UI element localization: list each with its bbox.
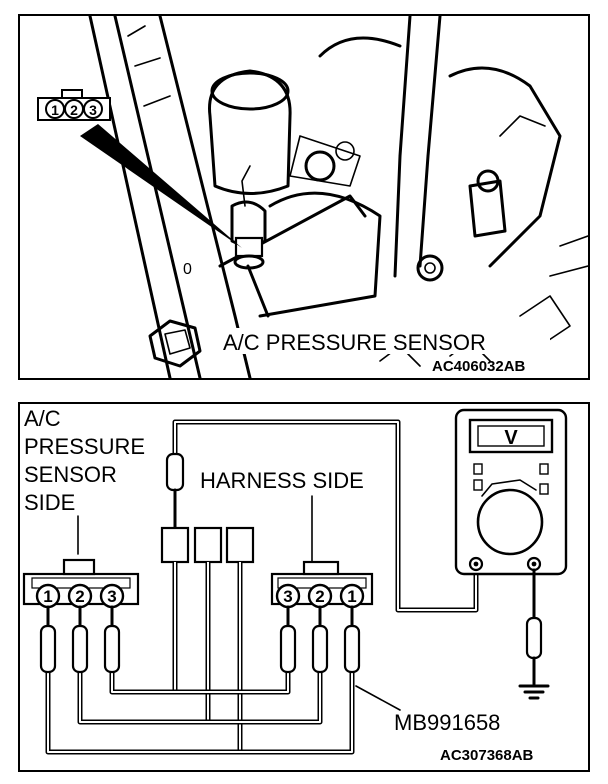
harness-side-probes xyxy=(279,605,361,674)
sensor-side-connector: 1 2 3 xyxy=(22,558,140,609)
sensor-side-label-line: SENSOR xyxy=(24,462,117,487)
adapter-box-1 xyxy=(160,526,190,564)
harness-connector-pin-number: 3 xyxy=(283,587,292,606)
hex-nut-inner xyxy=(164,329,191,355)
connector-pin xyxy=(83,99,103,119)
grommet xyxy=(416,254,444,282)
tool-leader xyxy=(355,685,401,711)
sensor-side-label-line: PRESSURE xyxy=(24,434,145,459)
hose-line xyxy=(418,16,442,268)
pointer-wedge xyxy=(80,124,242,248)
component-block xyxy=(468,179,507,238)
harness-loop-pin3 xyxy=(109,672,291,695)
sensor-connector-pin-number: 2 xyxy=(75,587,84,606)
adapter-box-2 xyxy=(193,526,223,564)
sensor-connector-pin-number: 1 xyxy=(43,587,52,606)
figure-code: AC307368AB xyxy=(440,747,534,764)
sensor-side-probes xyxy=(39,605,121,674)
hose-line xyxy=(393,16,412,278)
test-probe xyxy=(165,452,185,492)
tool-label: MB991658 xyxy=(394,710,500,735)
sensor-connector-pin-number: 3 xyxy=(107,587,116,606)
hex-nut xyxy=(148,319,202,368)
voltmeter-dial xyxy=(476,488,544,556)
reservoir-cap xyxy=(210,71,290,111)
adapter-box-3 xyxy=(225,526,255,564)
figure-code: AC406032AB xyxy=(432,358,526,375)
harness-loop-pin1 xyxy=(45,672,355,755)
engine-bolt xyxy=(304,150,336,182)
ground-probe xyxy=(525,616,543,660)
pressure-sensor-body xyxy=(234,236,264,258)
sensor-wire xyxy=(241,165,251,207)
engine-contour xyxy=(258,191,382,318)
connector-pin-icon: 1 2 3 xyxy=(37,89,111,121)
engine-bay-drawing: 1 2 3 0 A/C PRESSURE SENSOR AC406032AB xyxy=(37,16,588,378)
component-label: A/C PRESSURE SENSOR xyxy=(223,330,486,355)
engine-mark: 0 xyxy=(183,261,192,278)
harness-side-label: HARNESS SIDE xyxy=(200,468,364,493)
sensor-side-label-line: SIDE xyxy=(24,490,75,515)
connector-pin-number: 2 xyxy=(70,102,78,118)
ground-symbol-icon xyxy=(518,684,550,700)
leader-line xyxy=(246,264,270,318)
component-detail xyxy=(519,295,571,347)
frame-rail-line xyxy=(158,16,252,378)
frame-rail-line xyxy=(113,16,202,378)
frame-rail-line xyxy=(88,16,172,378)
connector-pin-number: 1 xyxy=(51,102,59,118)
harness-side-connector: 3 2 1 xyxy=(270,560,374,609)
harness-connector-pin-number: 2 xyxy=(315,587,324,606)
harness-loop-pin2 xyxy=(77,672,323,725)
harness-connector-pin-number: 1 xyxy=(347,587,356,606)
voltmeter-symbol: V xyxy=(504,427,518,449)
wiring-diagram-panel: A/C PRESSURE SENSOR SIDE HARNESS SIDE xyxy=(18,402,590,772)
engine-bracket xyxy=(289,135,361,187)
wire-detail xyxy=(499,115,546,137)
component-detail xyxy=(549,235,588,277)
sensor-side-label-line: A/C xyxy=(24,406,61,431)
component-cap xyxy=(476,169,500,193)
component-contour xyxy=(448,66,562,268)
reservoir-shape xyxy=(208,69,292,195)
frame-detail xyxy=(127,25,171,107)
connector-pin-number: 3 xyxy=(89,102,97,118)
engine-bay-illustration-panel: 1 2 3 0 A/C PRESSURE SENSOR AC406032AB xyxy=(18,14,590,380)
grommet-center xyxy=(424,262,436,274)
wiring-diagram: A/C PRESSURE SENSOR SIDE HARNESS SIDE xyxy=(22,406,568,764)
engine-contour xyxy=(318,36,402,58)
voltmeter: V xyxy=(454,408,568,576)
engine-bolt xyxy=(335,141,355,161)
